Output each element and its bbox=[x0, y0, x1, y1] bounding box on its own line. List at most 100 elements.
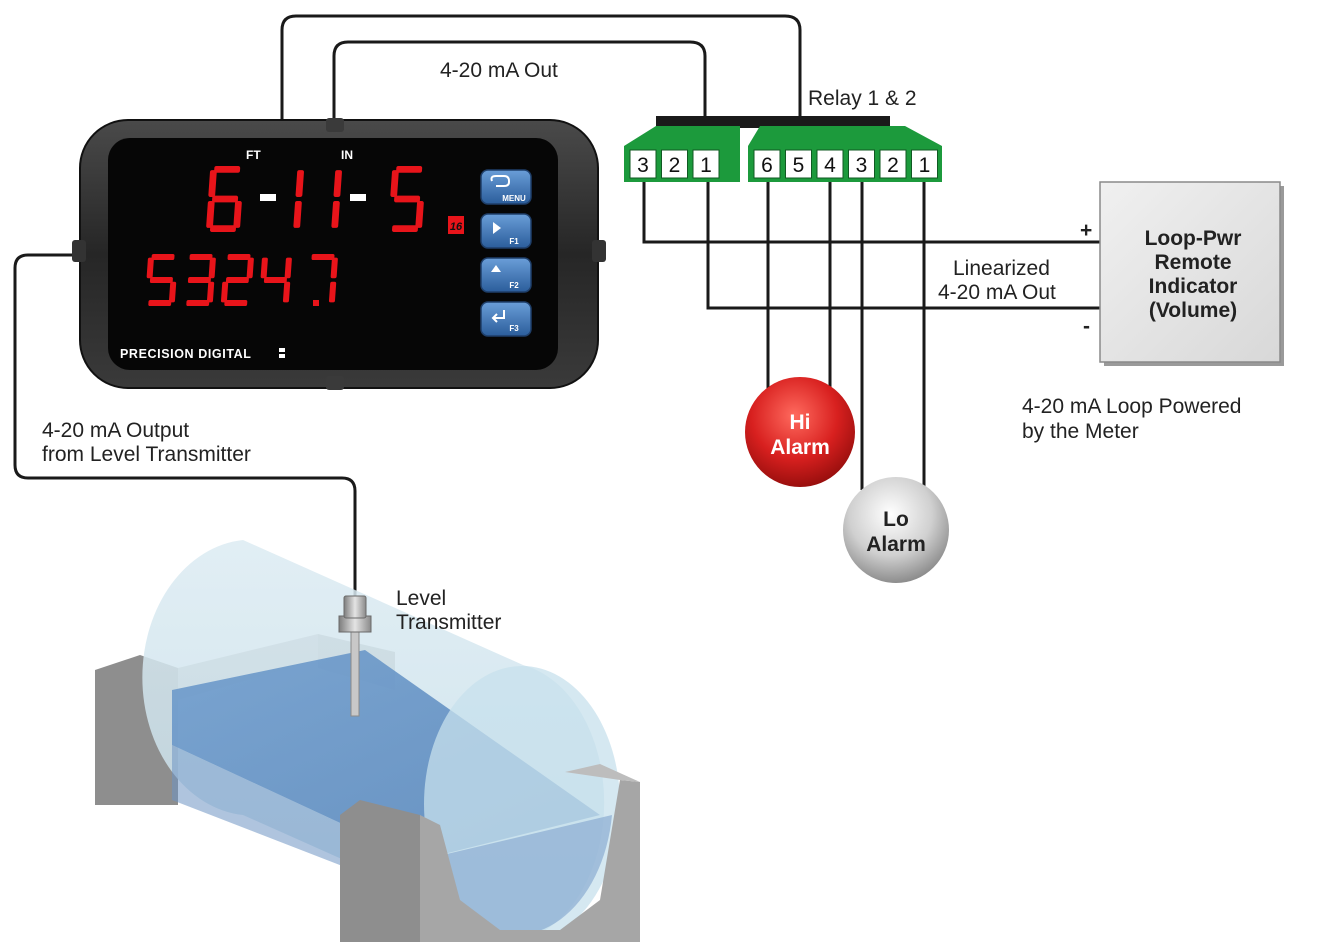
segment bbox=[186, 300, 210, 306]
segment bbox=[151, 254, 175, 260]
segment bbox=[208, 170, 217, 197]
terminal-number: 3 bbox=[856, 154, 868, 177]
segment bbox=[206, 281, 215, 303]
label-transmitter-signal-line2: from Level Transmitter bbox=[42, 443, 251, 466]
button-f3-label: F3 bbox=[509, 324, 519, 333]
segment bbox=[225, 277, 249, 283]
segment bbox=[263, 277, 287, 283]
level-transmitter bbox=[338, 595, 372, 717]
tank-assembly bbox=[95, 540, 640, 942]
segment bbox=[148, 300, 172, 306]
transmitter-head bbox=[343, 595, 367, 619]
segment bbox=[328, 281, 337, 303]
segment bbox=[209, 225, 237, 232]
segment bbox=[146, 257, 154, 279]
terminal-number: 4 bbox=[824, 154, 836, 177]
wire-output-loop-inner bbox=[332, 40, 707, 125]
hi-alarm-line2: Alarm bbox=[770, 436, 830, 459]
remote-indicator-line4: (Volume) bbox=[1148, 299, 1238, 322]
label-linearized-line2: 4-20 mA Out bbox=[938, 281, 1056, 304]
wire-out-terminal-1 bbox=[706, 180, 1100, 310]
transmitter-probe bbox=[350, 627, 360, 717]
segment bbox=[224, 300, 248, 306]
button-f2-label: F2 bbox=[509, 281, 519, 290]
remote-indicator-line1: Loop-Pwr bbox=[1144, 227, 1242, 250]
label-linearized-line1: Linearized bbox=[953, 257, 1050, 280]
segment bbox=[168, 281, 177, 303]
remote-indicator-line2: Remote bbox=[1154, 251, 1232, 274]
segment bbox=[246, 257, 254, 279]
terminal-cell bbox=[911, 149, 938, 179]
relay-terminal-top bbox=[748, 126, 942, 146]
label-minus: - bbox=[1083, 315, 1090, 338]
support-front bbox=[340, 764, 640, 942]
segment bbox=[214, 166, 241, 173]
button-menu[interactable]: MENU bbox=[480, 169, 532, 205]
remote-indicator bbox=[1099, 181, 1284, 366]
separator-dash bbox=[260, 194, 276, 201]
terminal-cell bbox=[692, 149, 720, 179]
segment bbox=[390, 170, 399, 197]
terminal-number: 2 bbox=[887, 154, 899, 177]
terminal-header-bar bbox=[656, 116, 890, 128]
output-terminal-top bbox=[624, 126, 740, 146]
terminal-number: 6 bbox=[761, 154, 773, 177]
button-f2[interactable]: F2 bbox=[480, 257, 532, 293]
label-relay: Relay 1 & 2 bbox=[808, 87, 917, 110]
meter-bottom-notch bbox=[326, 376, 344, 390]
sixteenths-tag: 16 bbox=[450, 221, 463, 233]
terminal-cell bbox=[629, 149, 657, 179]
meter-side-clip-right bbox=[592, 240, 606, 262]
terminal-cell bbox=[816, 149, 844, 179]
wires bbox=[13, 14, 1100, 598]
display-top-row bbox=[206, 166, 424, 232]
unit-label-ft: FT bbox=[246, 148, 261, 162]
segment bbox=[149, 277, 173, 283]
wire-transmitter-signal bbox=[13, 253, 357, 598]
button-f3[interactable]: F3 bbox=[480, 301, 532, 337]
meter-side-clip-left bbox=[72, 240, 86, 262]
hi-alarm bbox=[745, 377, 855, 487]
remote-indicator-box bbox=[1099, 181, 1281, 363]
label-transmitter-line1: Level bbox=[396, 587, 447, 610]
button-f1-label: F1 bbox=[509, 237, 519, 246]
enter-arrow-icon bbox=[491, 310, 505, 323]
segment bbox=[415, 201, 424, 228]
button-f1[interactable]: F1 bbox=[480, 213, 532, 249]
decimal-point bbox=[313, 300, 319, 306]
up-arrow-icon bbox=[491, 265, 501, 272]
segment bbox=[187, 277, 211, 283]
terminal-cell bbox=[661, 149, 688, 179]
label-plus: + bbox=[1080, 219, 1093, 242]
display-bottom-row bbox=[146, 254, 338, 306]
label-loop-powered-line2: by the Meter bbox=[1022, 420, 1139, 443]
segment bbox=[396, 166, 423, 173]
segment bbox=[331, 201, 340, 228]
label-loop-powered-line1: 4-20 mA Loop Powered bbox=[1022, 395, 1242, 418]
segment bbox=[333, 170, 342, 197]
sixteenths-badge bbox=[448, 216, 464, 234]
segment bbox=[227, 254, 251, 260]
meter-top-notch bbox=[326, 118, 344, 132]
segment bbox=[260, 257, 268, 279]
label-out-signal: 4-20 mA Out bbox=[440, 59, 558, 82]
segment bbox=[295, 170, 304, 197]
wire-relay-loop-outer bbox=[280, 14, 802, 125]
segment bbox=[284, 257, 292, 279]
terminal-cell bbox=[753, 149, 781, 179]
terminal-cell bbox=[785, 149, 812, 179]
terminal-number: 1 bbox=[700, 154, 712, 177]
segment bbox=[233, 201, 242, 228]
separator-dash bbox=[350, 194, 366, 201]
hi-alarm-line1: Hi bbox=[789, 411, 811, 434]
tank-end-water bbox=[430, 815, 612, 936]
lo-alarm-line2: Alarm bbox=[866, 533, 926, 556]
segment bbox=[394, 195, 421, 203]
segment bbox=[208, 257, 216, 279]
segment bbox=[206, 201, 215, 228]
lo-alarm bbox=[843, 477, 949, 583]
button-menu-label: MENU bbox=[502, 194, 526, 203]
